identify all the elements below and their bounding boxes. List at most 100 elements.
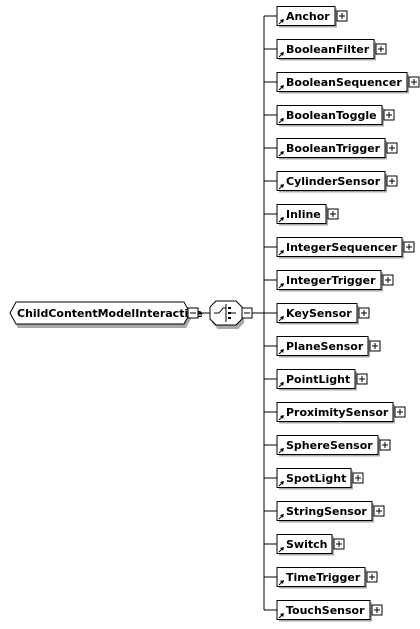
element-label: BooleanTrigger [286,142,381,155]
plus-box-icon[interactable] [382,274,394,286]
plus-box-icon[interactable] [369,340,381,352]
element-inline[interactable]: Inline [264,204,339,226]
plus-box-icon[interactable] [386,142,398,154]
reference-arrow-icon [278,85,284,91]
element-label: SphereSensor [286,439,373,452]
plus-box-icon[interactable] [371,604,383,616]
element-label: Anchor [286,10,330,23]
element-box [276,237,403,257]
element-booleansequencer[interactable]: BooleanSequencer [264,72,420,94]
element-label: IntegerSequencer [286,241,398,254]
element-label: Switch [286,538,327,551]
plus-box-icon[interactable] [356,373,368,385]
element-box [276,105,383,125]
element-label: SpotLight [286,472,346,485]
plus-box-icon[interactable] [386,175,398,187]
element-label: PlaneSensor [286,340,364,353]
reference-arrow-icon [278,481,284,487]
element-box [276,6,336,26]
element-pointlight[interactable]: PointLight [264,369,368,391]
plus-box-icon[interactable] [327,208,339,220]
choice-collapse-icon[interactable] [241,307,253,319]
element-box [276,501,373,521]
element-label: KeySensor [286,307,352,320]
element-box [276,402,394,422]
element-anchor[interactable]: Anchor [264,6,348,28]
plus-box-icon[interactable] [366,571,378,583]
plus-box-icon[interactable] [336,10,348,22]
element-label: Inline [286,208,321,221]
plus-box-icon[interactable] [352,472,364,484]
element-booleanfilter[interactable]: BooleanFilter [264,39,387,61]
reference-arrow-icon [278,217,284,223]
element-label: StringSensor [286,505,367,518]
root-node[interactable]: ChildContentModelInteractive [9,301,203,328]
element-box [276,138,386,158]
element-box [276,600,371,620]
element-label: PointLight [286,373,350,386]
element-label: IntegerTrigger [286,274,376,287]
reference-arrow-icon [278,151,284,157]
plus-box-icon[interactable] [379,439,391,451]
choice-compositor-icon [214,304,236,322]
plus-box-icon[interactable] [403,241,415,253]
element-box [276,336,369,356]
element-spheresensor[interactable]: SphereSensor [264,435,391,457]
element-planesensor[interactable]: PlaneSensor [264,336,381,358]
element-proximitysensor[interactable]: ProximitySensor [264,402,406,424]
plus-box-icon[interactable] [408,76,420,88]
element-label: ProximitySensor [286,406,389,419]
element-stringsensor[interactable]: StringSensor [264,501,385,523]
element-box [276,303,358,323]
root-collapse-icon[interactable] [187,307,199,319]
reference-arrow-icon [278,250,284,256]
elements-layer: AnchorBooleanFilterBooleanSequencerBoole… [264,6,420,622]
element-label: TimeTrigger [286,571,361,584]
element-integertrigger[interactable]: IntegerTrigger [264,270,394,292]
element-keysensor[interactable]: KeySensor [264,303,370,325]
root-label: ChildContentModelInteractive [17,307,203,320]
element-cylindersensor[interactable]: CylinderSensor [264,171,398,193]
reference-arrow-icon [278,613,284,619]
reference-arrow-icon [278,118,284,124]
reference-arrow-icon [278,184,284,190]
reference-arrow-icon [278,382,284,388]
element-booleantoggle[interactable]: BooleanToggle [264,105,395,127]
choice-compositor[interactable] [209,300,244,329]
plus-box-icon[interactable] [333,538,345,550]
element-touchsensor[interactable]: TouchSensor [264,600,383,622]
element-box [276,567,366,587]
plus-box-icon[interactable] [383,109,395,121]
reference-arrow-icon [278,349,284,355]
element-label: BooleanFilter [286,43,370,56]
element-box [276,72,408,92]
reference-arrow-icon [278,415,284,421]
element-box [276,171,386,191]
element-booleantrigger[interactable]: BooleanTrigger [264,138,398,160]
plus-box-icon[interactable] [394,406,406,418]
plus-box-icon[interactable] [358,307,370,319]
plus-box-icon[interactable] [373,505,385,517]
element-box [276,369,356,389]
element-box [276,468,352,488]
element-box [276,270,382,290]
element-label: CylinderSensor [286,175,381,188]
reference-arrow-icon [278,514,284,520]
element-label: TouchSensor [286,604,365,617]
element-spotlight[interactable]: SpotLight [264,468,364,490]
reference-arrow-icon [278,52,284,58]
reference-arrow-icon [278,547,284,553]
element-box [276,39,375,59]
reference-arrow-icon [278,580,284,586]
element-timetrigger[interactable]: TimeTrigger [264,567,378,589]
plus-box-icon[interactable] [375,43,387,55]
element-box [276,204,327,224]
reference-arrow-icon [278,448,284,454]
element-label: BooleanToggle [286,109,377,122]
reference-arrow-icon [278,316,284,322]
element-integersequencer[interactable]: IntegerSequencer [264,237,415,259]
reference-arrow-icon [278,19,284,25]
element-box [276,435,379,455]
element-switch[interactable]: Switch [264,534,345,556]
